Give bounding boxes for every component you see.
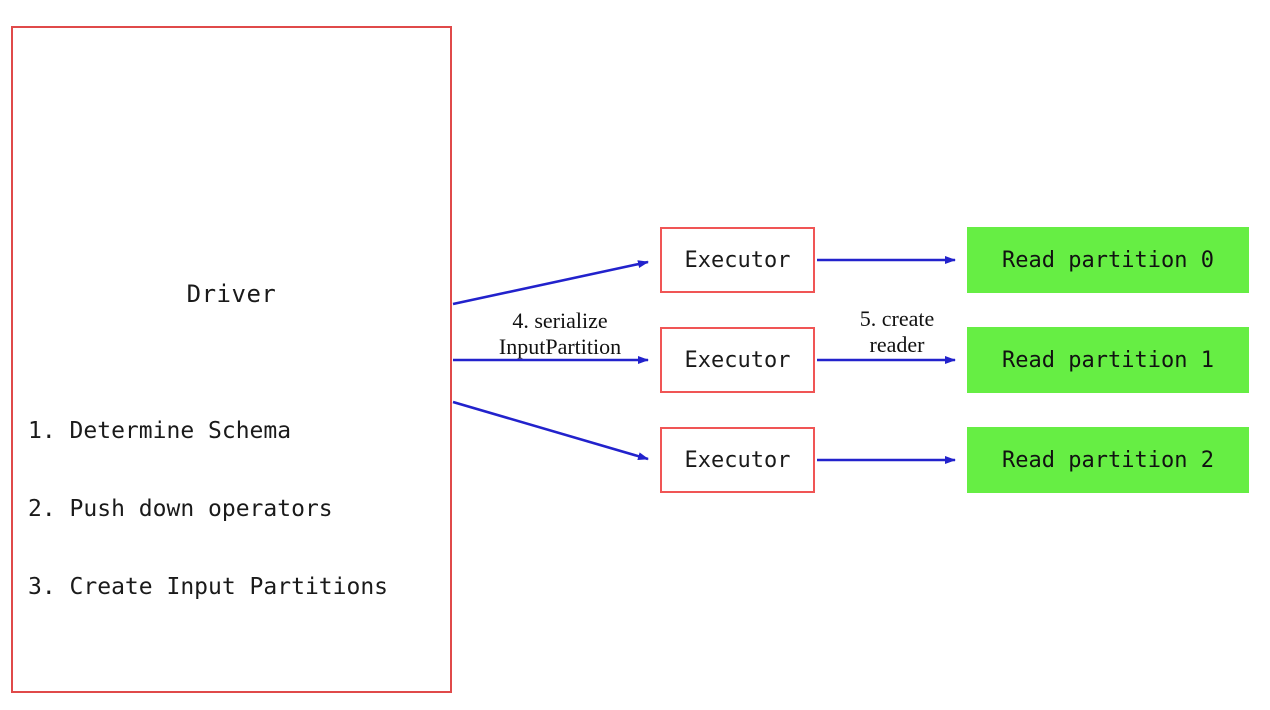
arrow-driver-to-executor-3 <box>452 400 649 461</box>
executor-box-3: Executor <box>660 427 815 493</box>
partition-box-0: Read partition 0 <box>967 227 1249 293</box>
partition-box-2: Read partition 2 <box>967 427 1249 493</box>
driver-step-1: 1. Determine Schema <box>28 418 292 444</box>
driver-box: Driver 1. Determine Schema 2. Push down … <box>11 26 452 693</box>
edge-label-serialize-line-1: 4. serialize <box>512 308 608 333</box>
partition-label-2: Read partition 2 <box>1002 447 1214 473</box>
executor-box-2: Executor <box>660 327 815 393</box>
edge-label-create-reader-line-2: reader <box>869 332 925 357</box>
executor-label-1: Executor <box>684 247 791 273</box>
driver-step-3: 3. Create Input Partitions <box>28 574 389 600</box>
executor-box-1: Executor <box>660 227 815 293</box>
driver-title: Driver <box>186 280 277 308</box>
edge-label-serialize-input-partition: 4. serialize InputPartition <box>460 308 660 360</box>
partition-label-0: Read partition 0 <box>1002 247 1214 273</box>
arrow-driver-to-executor-1 <box>452 260 649 306</box>
partition-label-1: Read partition 1 <box>1002 347 1214 373</box>
driver-step-2: 2. Push down operators <box>28 496 333 522</box>
edge-label-serialize-line-2: InputPartition <box>498 334 622 359</box>
executor-label-3: Executor <box>684 447 791 473</box>
partition-box-1: Read partition 1 <box>967 327 1249 393</box>
edge-label-create-reader-line-1: 5. create <box>859 306 935 331</box>
driver-steps-list: 1. Determine Schema 2. Push down operato… <box>28 366 448 652</box>
edge-label-create-reader: 5. create reader <box>832 306 962 358</box>
executor-label-2: Executor <box>684 347 791 373</box>
